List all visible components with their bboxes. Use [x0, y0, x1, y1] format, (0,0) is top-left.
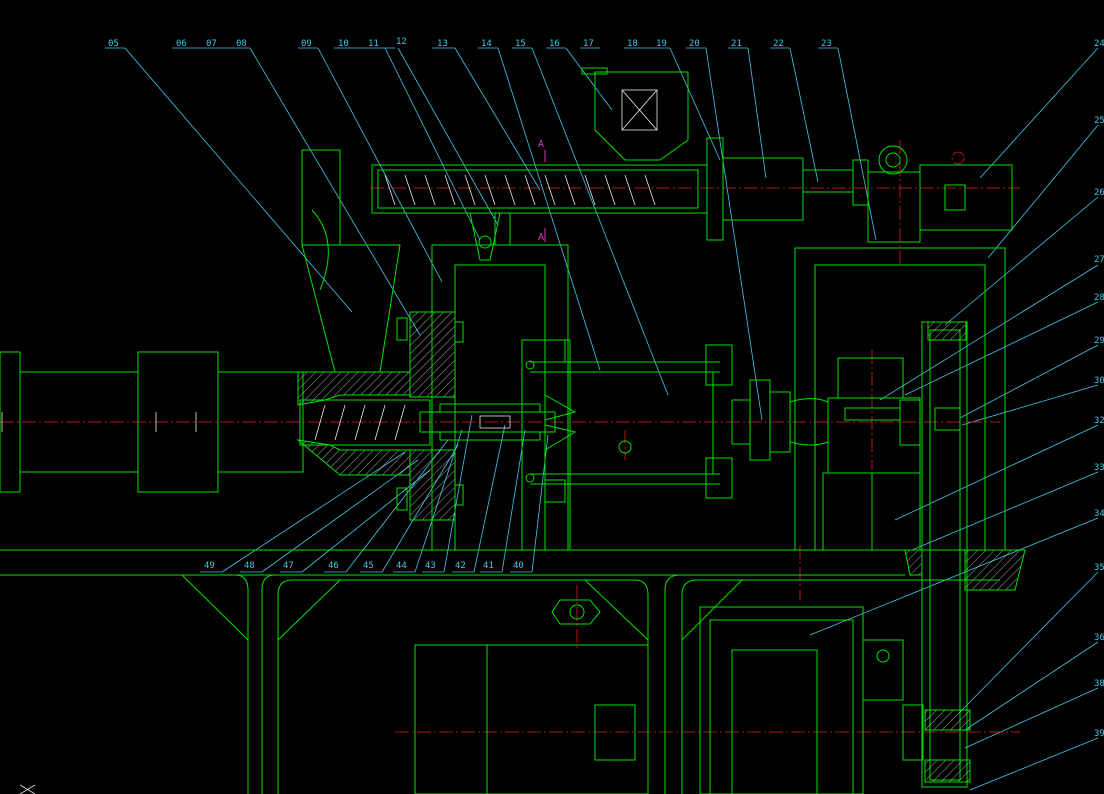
callout-label: 48	[244, 561, 255, 571]
callout-label: 08	[236, 39, 247, 49]
callout-label: 29	[1094, 336, 1104, 346]
callout-label: 26	[1094, 188, 1104, 198]
callout-label: 16	[549, 39, 560, 49]
callout-label: 38	[1094, 679, 1104, 689]
top-callout-labels: 05 06 07 08 09 10 11 12 13 14 15 16 17 1…	[108, 37, 1104, 49]
callout-label: 28	[1094, 293, 1104, 303]
upper-auger-feeder	[371, 67, 1013, 261]
right-callout-labels: 25 26 27 28 29 30 32 33 34 35 36 38 39	[1094, 116, 1104, 739]
callout-label: 15	[515, 39, 526, 49]
callout-label: 40	[513, 561, 524, 571]
callout-label: 33	[1094, 463, 1104, 473]
callout-label: 20	[689, 39, 700, 49]
callout-label: 32	[1094, 416, 1104, 426]
callout-label: 25	[1094, 116, 1104, 126]
callout-label: 36	[1094, 633, 1104, 643]
callout-label: 17	[583, 39, 594, 49]
callout-label: 06	[176, 39, 187, 49]
feed-screw-flights	[314, 404, 406, 441]
section-mark-top: A	[538, 139, 544, 150]
callout-label: 49	[204, 561, 215, 571]
callout-label: 09	[301, 39, 312, 49]
bottom-callout-labels: 49 48 47 46 45 44 43 42 41 40	[204, 561, 524, 571]
callout-label: 44	[396, 561, 407, 571]
callout-label: 11	[368, 39, 379, 49]
left-barrel-assembly	[0, 149, 556, 521]
leader-lines	[105, 47, 1099, 791]
callout-label: 07	[206, 39, 217, 49]
auger-flights	[384, 174, 656, 206]
callout-label: 12	[396, 37, 407, 47]
callout-label: 21	[731, 39, 742, 49]
section-marks: A A	[538, 139, 546, 243]
callout-label: 13	[437, 39, 448, 49]
callout-label: 43	[425, 561, 436, 571]
callout-label: 41	[483, 561, 494, 571]
callout-label: 10	[338, 39, 349, 49]
callout-label: 34	[1094, 509, 1104, 519]
callout-label: 27	[1094, 255, 1104, 265]
callout-label: 35	[1094, 563, 1104, 573]
callout-label: 24	[1094, 39, 1104, 49]
callout-label: 30	[1094, 376, 1104, 386]
section-mark-bottom: A	[538, 232, 544, 243]
central-frame	[431, 244, 791, 551]
callout-label: 18	[627, 39, 638, 49]
callout-label: 22	[773, 39, 784, 49]
callout-label: 39	[1094, 729, 1104, 739]
base-frame	[0, 549, 1010, 794]
callout-label: 42	[455, 561, 466, 571]
callout-label: 05	[108, 39, 119, 49]
callout-label: 47	[283, 561, 294, 571]
callout-label: 45	[363, 561, 374, 571]
callout-label: 14	[481, 39, 492, 49]
callout-label: 46	[328, 561, 339, 571]
centerlines	[0, 140, 1020, 733]
callout-label: 23	[821, 39, 832, 49]
callout-label: 19	[656, 39, 667, 49]
